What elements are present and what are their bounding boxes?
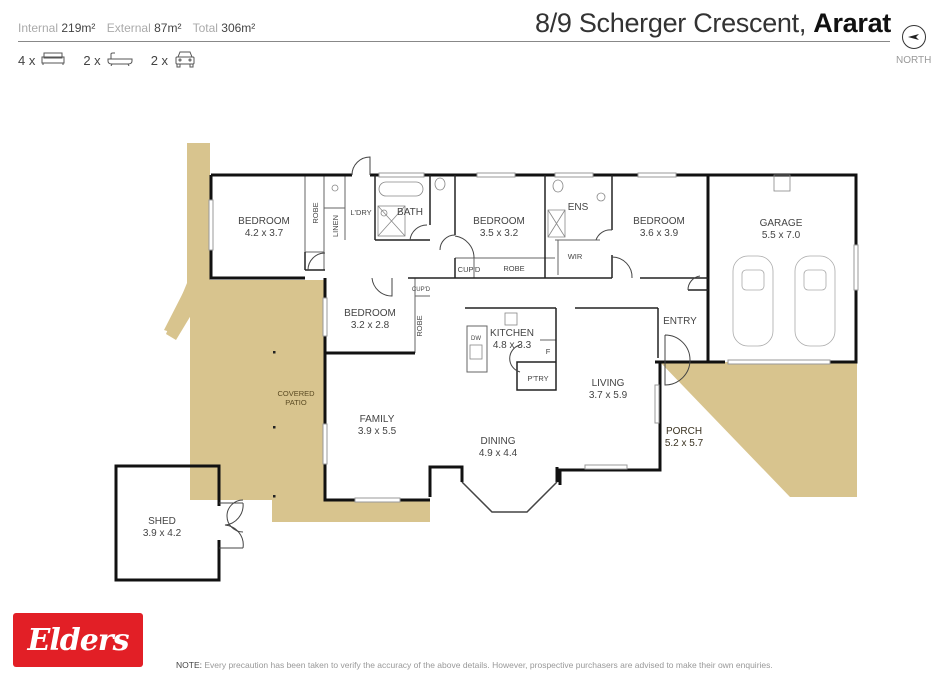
bedroom2-name: BEDROOM xyxy=(473,216,525,227)
suburb: Ararat xyxy=(813,8,891,38)
external-label: External xyxy=(106,21,151,35)
cupd1-label: CUP'D xyxy=(458,265,481,274)
kitchen-name: KITCHEN xyxy=(490,328,534,339)
total-label: Total xyxy=(192,21,218,35)
external-value: 87m² xyxy=(154,21,182,35)
internal-value: 219m² xyxy=(61,21,96,35)
dining-size: 4.9 x 4.4 xyxy=(479,448,518,459)
street-address: 8/9 Scherger Crescent, xyxy=(535,8,807,38)
bedroom2-size: 3.5 x 3.2 xyxy=(480,228,519,239)
doors xyxy=(226,156,701,533)
windows xyxy=(208,172,859,503)
area-summary: Internal 219m² External 87m² Total 306m² xyxy=(18,21,263,35)
car-count: 2 x xyxy=(150,53,169,68)
bathroom-count: 2 x xyxy=(83,53,101,68)
cupd2-label: CUP'D xyxy=(412,287,431,293)
fridge-label: F xyxy=(546,347,551,356)
covered-patio xyxy=(272,280,324,522)
car-icon xyxy=(174,50,196,71)
robe2-label: ROBE xyxy=(503,264,524,273)
bedroom3-name: BEDROOM xyxy=(633,216,685,227)
linen-label: LINEN xyxy=(331,215,340,237)
elders-logo: Elders xyxy=(13,613,143,667)
kitchen-size: 4.8 x 3.3 xyxy=(493,340,532,351)
total-value: 306m² xyxy=(221,21,256,35)
family-name: FAMILY xyxy=(360,414,395,425)
bedroom4-name: BEDROOM xyxy=(344,308,396,319)
living-name: LIVING xyxy=(592,378,625,389)
shed-size: 3.9 x 4.2 xyxy=(143,528,182,539)
bathtub-icon xyxy=(107,52,133,69)
dining-name: DINING xyxy=(481,436,516,447)
car-icons xyxy=(732,255,836,347)
bed-icon xyxy=(41,52,65,69)
bedroom-count: 4 x xyxy=(18,53,36,68)
patio-label-1: COVERED xyxy=(277,389,315,398)
porch-size: 5.2 x 5.7 xyxy=(665,438,704,449)
family-size: 3.9 x 5.5 xyxy=(358,426,397,437)
living-size: 3.7 x 5.9 xyxy=(589,390,628,401)
outdoor-areas xyxy=(164,143,857,522)
bath-label: BATH xyxy=(397,207,423,218)
north-compass-icon xyxy=(902,25,926,49)
logo-text: Elders xyxy=(27,622,129,658)
north-label: NORTH xyxy=(896,55,932,66)
bedroom1-size: 4.2 x 3.7 xyxy=(245,228,284,239)
fixtures xyxy=(331,174,791,360)
disclaimer-note: NOTE: Every precaution has been taken to… xyxy=(176,660,773,670)
shed xyxy=(114,464,221,582)
header-divider xyxy=(18,41,890,42)
robe1-label: ROBE xyxy=(311,202,320,223)
pantry-label: P'TRY xyxy=(527,374,548,383)
porch-area xyxy=(660,362,857,497)
interior-walls xyxy=(304,175,600,373)
laundry-label: L'DRY xyxy=(350,208,371,217)
property-address: 8/9 Scherger Crescent, Ararat xyxy=(535,8,891,39)
bedroom3-size: 3.6 x 3.9 xyxy=(640,228,679,239)
patio-label-2: PATIO xyxy=(285,398,307,407)
bedroom1-name: BEDROOM xyxy=(238,216,290,227)
bay-window xyxy=(461,481,558,513)
porch-name: PORCH xyxy=(666,426,702,437)
robe3-label: ROBE xyxy=(415,315,424,336)
dishwasher-label: DW xyxy=(471,336,481,342)
garage-size: 5.5 x 7.0 xyxy=(762,230,801,241)
bedroom4-size: 3.2 x 2.8 xyxy=(351,320,390,331)
note-text: Every precaution has been taken to verif… xyxy=(204,660,773,670)
feature-counts: 4 x 2 x 2 x xyxy=(18,50,208,71)
note-label: NOTE: xyxy=(176,660,202,670)
wir-label: WIR xyxy=(568,252,583,261)
garage-name: GARAGE xyxy=(760,218,803,229)
ensuite-label: ENS xyxy=(568,202,589,213)
entry-label: ENTRY xyxy=(663,316,697,327)
shed-name: SHED xyxy=(148,516,176,527)
internal-label: Internal xyxy=(18,21,59,35)
